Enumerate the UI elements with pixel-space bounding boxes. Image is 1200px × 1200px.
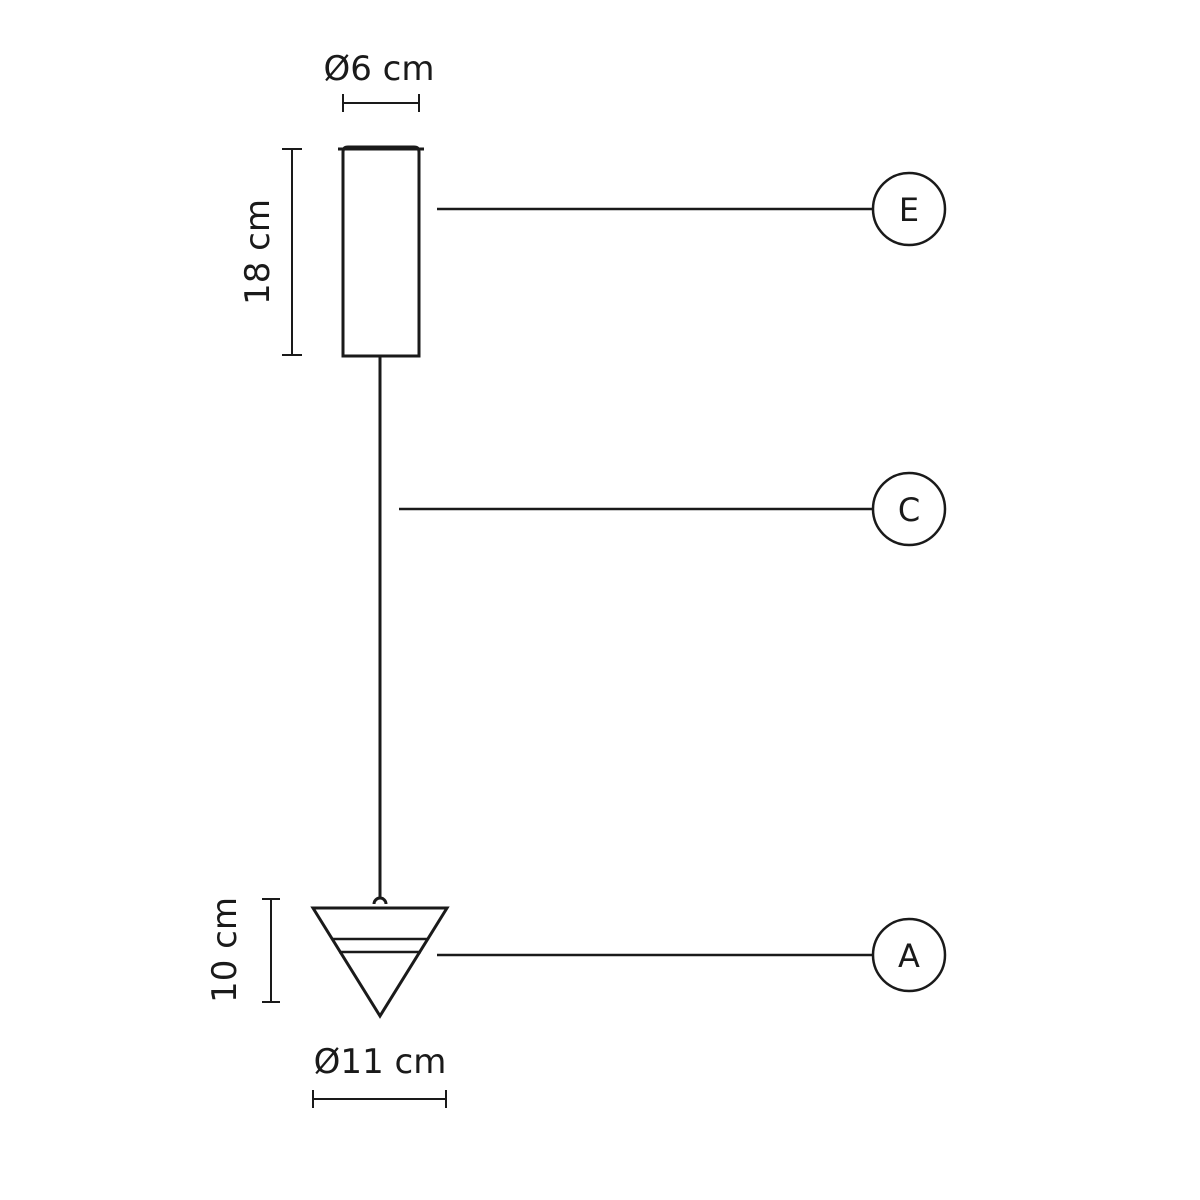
shade-height-dimension: 10 cm <box>205 897 280 1003</box>
canopy-height-dimension: 18 cm <box>238 148 302 356</box>
shade-diameter-dimension: Ø11 cm <box>312 1042 447 1108</box>
callout-e-label: E <box>899 191 919 229</box>
canopy-diameter-dimension: Ø6 cm <box>323 49 435 112</box>
canopy-height-label: 18 cm <box>238 199 278 305</box>
shade-height-label: 10 cm <box>205 897 245 1003</box>
callout-e: E <box>437 171 947 247</box>
canopy <box>338 145 424 358</box>
callout-c-label: C <box>898 491 920 529</box>
callout-c: C <box>399 471 947 547</box>
callout-a: A <box>437 917 947 993</box>
callout-a-label: A <box>898 937 920 975</box>
shade-diameter-label: Ø11 cm <box>314 1042 447 1082</box>
canopy-diameter-label: Ø6 cm <box>323 49 434 89</box>
cone-shade <box>310 896 450 1019</box>
